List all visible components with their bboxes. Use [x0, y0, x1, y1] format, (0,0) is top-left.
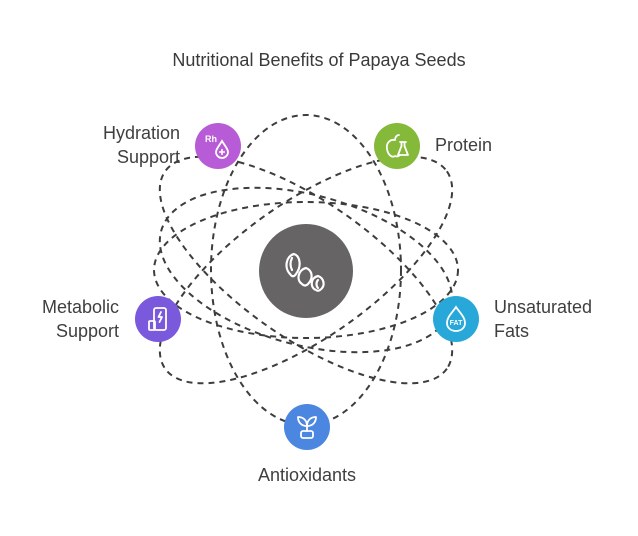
- metabolic-node: [135, 296, 181, 342]
- fats-node: FAT: [433, 296, 479, 342]
- metabolic-label-line-2: Support: [55, 321, 119, 341]
- apple-flask-icon: [385, 134, 409, 158]
- rh-drop-icon: Rh: [205, 134, 229, 159]
- rh-text: Rh: [205, 134, 217, 144]
- orbit-ellipse-diag-down: [158, 155, 454, 385]
- metabolic-label: Metabolic Support: [0, 295, 119, 343]
- center-node: [259, 224, 353, 318]
- orbit-ellipse-horizontal: [153, 201, 459, 339]
- antioxidants-label: Antioxidants: [207, 463, 407, 487]
- protein-label-line-1: Protein: [435, 135, 493, 155]
- diagram-title: Nutritional Benefits of Papaya Seeds: [172, 50, 466, 70]
- metabolic-label-line-1: Metabolic: [41, 297, 119, 317]
- fats-label-line-2: Fats: [494, 321, 530, 341]
- fats-label: Unsaturated Fats: [494, 295, 634, 343]
- hydration-label-line-1: Hydration: [102, 123, 180, 143]
- antioxidants-node: [284, 404, 330, 450]
- papaya-seeds-icon: [285, 252, 325, 292]
- fats-label-line-1: Unsaturated: [494, 297, 593, 317]
- orbit-ellipses: [153, 114, 459, 426]
- fat-text: FAT: [450, 320, 463, 327]
- hydration-label: Hydration Support: [60, 121, 180, 169]
- phone-charging-icon: [148, 307, 167, 331]
- hydration-label-line-2: Support: [116, 147, 180, 167]
- protein-label: Protein: [435, 133, 555, 157]
- sprout-icon: [297, 416, 317, 439]
- protein-node: [374, 123, 420, 169]
- antioxidants-label-line-1: Antioxidants: [257, 465, 357, 485]
- fat-drop-icon: FAT: [446, 305, 466, 332]
- orbit-ellipse-diag-up: [158, 155, 454, 385]
- hydration-node: Rh: [195, 123, 241, 169]
